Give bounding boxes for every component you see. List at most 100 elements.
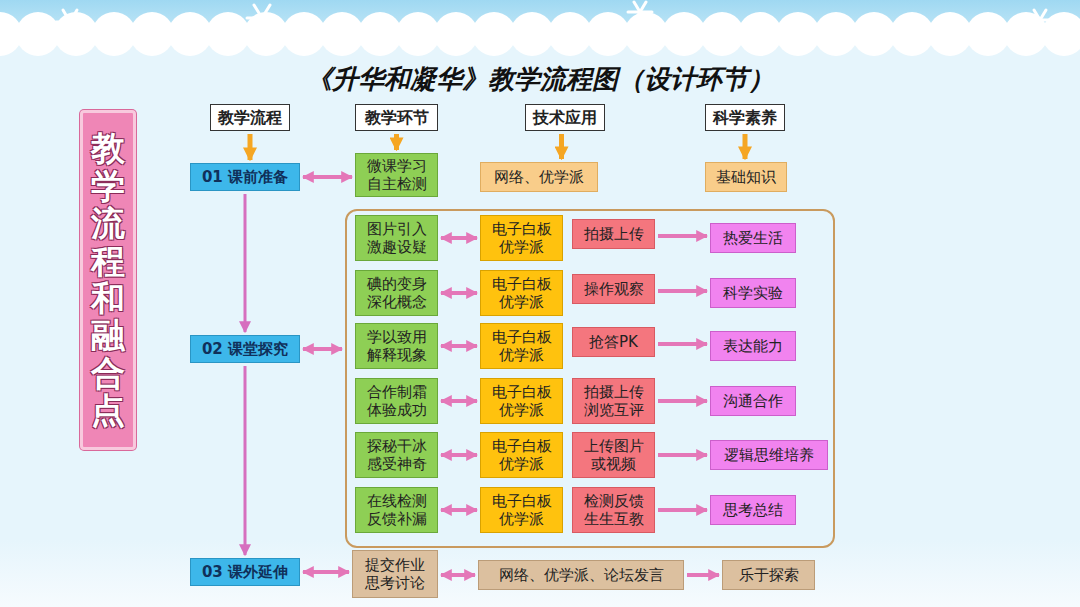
node-text: 逻辑思维培养 [724, 446, 814, 464]
tech-box: 电子白板 优学派 [480, 378, 563, 424]
node-text: 提交作业 思考讨论 [356, 556, 434, 592]
connector-arrow [658, 234, 707, 238]
connector-arrow [441, 344, 477, 348]
node-text: 表达能力 [723, 337, 783, 355]
cloud-puff [776, 12, 820, 56]
node-text: 科学实验 [723, 284, 783, 302]
tech-box: 电子白板 优学派 [480, 215, 563, 261]
node-text: 乐于探索 [739, 566, 799, 584]
step-box: 微课学习 自主检测 [355, 153, 438, 197]
connector-arrow [441, 453, 477, 457]
connector-arrow [687, 573, 719, 577]
cloud-puff [586, 12, 630, 56]
group-frame: 图片引入 激趣设疑电子白板 优学派拍摄上传热爱生活碘的变身 深化概念电子白板 优… [345, 209, 835, 548]
node-text: 电子白板 优学派 [484, 328, 559, 364]
cloud-puff [510, 12, 554, 56]
literacy-box: 沟通合作 [710, 386, 796, 416]
connector-arrow [658, 342, 707, 346]
connector-arrow [743, 134, 748, 159]
node-text: 电子白板 优学派 [484, 437, 559, 473]
stage-box: 03 课外延伸 [190, 558, 300, 586]
cloud-band [0, 12, 1080, 56]
column-header: 技术应用 [525, 104, 605, 131]
action-box: 上传图片 或视频 [572, 432, 655, 478]
node-text: 学以致用 解释现象 [359, 328, 434, 364]
action-box: 操作观察 [572, 274, 655, 304]
node-text: 上传图片 或视频 [576, 437, 651, 473]
stage-box: 01 课前准备 [190, 163, 300, 191]
node-text: 02 课堂探究 [202, 340, 288, 358]
connector-arrow [244, 366, 247, 555]
node-text: 科学素养 [713, 108, 777, 127]
cloud-puff [548, 12, 592, 56]
tech-box: 电子白板 优学派 [480, 323, 563, 369]
vertical-banner: 教学流程和融合点 [80, 110, 136, 450]
node-text: 03 课外延伸 [202, 563, 288, 581]
cloud-puff [434, 12, 478, 56]
connector-arrow [441, 291, 477, 295]
node-text: 网络、优学派 [494, 168, 584, 186]
cloud-puff [928, 12, 972, 56]
literacy-box: 思考总结 [710, 495, 796, 525]
cloud-puff [130, 12, 174, 56]
cloud-puff [662, 12, 706, 56]
cloud-puff [624, 12, 668, 56]
node-text: 思考总结 [723, 501, 783, 519]
node-text: 01 课前准备 [202, 168, 288, 186]
cloud-puff [16, 12, 60, 56]
literacy-box: 热爱生活 [710, 223, 796, 253]
tech-box: 电子白板 优学派 [480, 270, 563, 316]
connector-arrow [658, 508, 707, 512]
node-text: 图片引入 激趣设疑 [359, 220, 434, 256]
cloud-puff [852, 12, 896, 56]
node-text: 沟通合作 [723, 392, 783, 410]
node-text: 碘的变身 深化概念 [359, 275, 434, 311]
step-box: 学以致用 解释现象 [355, 323, 438, 369]
node-text: 拍摄上传 浏览互评 [576, 383, 651, 419]
cloud-puff [472, 12, 516, 56]
snowflakes [56, 2, 1052, 34]
extension-box: 乐于探索 [722, 560, 815, 590]
node-text: 探秘干冰 感受神奇 [359, 437, 434, 473]
cloud-puff [966, 12, 1010, 56]
node-text: 电子白板 优学派 [484, 383, 559, 419]
node-text: 合作制霜 体验成功 [359, 383, 434, 419]
action-box: 拍摄上传 [572, 219, 655, 249]
cloud-puff [92, 12, 136, 56]
cloud-puff [396, 12, 440, 56]
connector-arrow [394, 134, 399, 150]
cloud-puff [168, 12, 212, 56]
action-box: 抢答PK [572, 327, 655, 357]
action-box: 检测反馈 生生互教 [572, 487, 655, 533]
node-text: 技术应用 [533, 108, 597, 127]
tech-box: 网络、优学派 [480, 162, 598, 192]
connector-arrow [244, 194, 247, 332]
step-box: 图片引入 激趣设疑 [355, 215, 438, 261]
stage-box: 02 课堂探究 [190, 335, 300, 363]
connector-arrow [441, 508, 477, 512]
literacy-box: 表达能力 [710, 331, 796, 361]
cloud-puff [814, 12, 858, 56]
cloud-puff [358, 12, 402, 56]
floor-band [0, 540, 1080, 607]
connector-arrow [658, 453, 707, 457]
step-box: 探秘干冰 感受神奇 [355, 432, 438, 478]
cloud-puff [206, 12, 250, 56]
node-text: 拍摄上传 [584, 225, 644, 243]
connector-arrow [303, 347, 342, 351]
literacy-box: 逻辑思维培养 [710, 440, 828, 470]
connector-arrow [658, 289, 707, 293]
action-box: 拍摄上传 浏览互评 [572, 378, 655, 424]
node-text: 微课学习 自主检测 [359, 157, 434, 193]
connector-arrow [441, 236, 477, 240]
cloud-puff [700, 12, 744, 56]
node-text: 教学流程 [218, 108, 282, 127]
node-text: 电子白板 优学派 [484, 275, 559, 311]
node-text: 抢答PK [589, 333, 638, 351]
tech-box: 电子白板 优学派 [480, 487, 563, 533]
cloud-puff [738, 12, 782, 56]
node-text: 网络、优学派、论坛发言 [499, 566, 664, 584]
literacy-box: 科学实验 [710, 278, 796, 308]
